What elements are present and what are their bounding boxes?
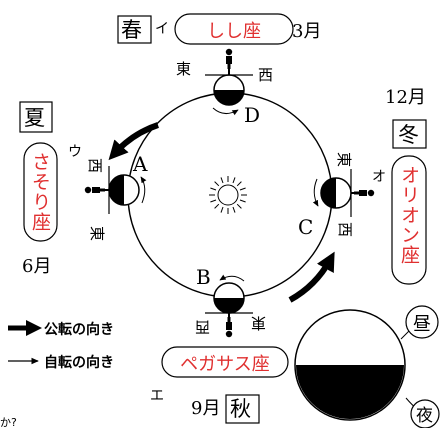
marker-winter: オ bbox=[372, 169, 386, 185]
direction-west-b: 西 bbox=[195, 318, 210, 336]
direction-east-c: 東 bbox=[335, 152, 353, 167]
season-label-autumn: 秋 bbox=[230, 397, 251, 421]
rotation-arrow-a bbox=[140, 176, 147, 204]
night-label: 夜 bbox=[416, 406, 433, 426]
constellation-pill-summer bbox=[23, 142, 58, 242]
direction-east-d: 東 bbox=[176, 60, 191, 78]
constellation-pill-winter bbox=[391, 155, 427, 285]
constellation-pill-spring bbox=[174, 13, 294, 45]
marker-spring: イ bbox=[155, 21, 169, 37]
constellation-spring: しし座 bbox=[207, 21, 261, 42]
person-icon bbox=[225, 48, 233, 69]
season-box-spring bbox=[117, 15, 152, 44]
month-spring: 3月 bbox=[292, 21, 321, 42]
season-box-autumn bbox=[225, 394, 260, 424]
orbit-circle bbox=[127, 92, 333, 298]
position-label-a: A bbox=[132, 152, 148, 176]
revolution-arrow-top-left bbox=[108, 122, 160, 161]
day-label: 昼 bbox=[413, 314, 431, 335]
revolution-arrow-bottom-right bbox=[288, 251, 335, 303]
day-callout bbox=[405, 305, 439, 339]
person-icon bbox=[354, 189, 375, 197]
constellation-winter: オリオン座 bbox=[398, 165, 420, 265]
month-autumn: 9月 bbox=[191, 398, 220, 419]
direction-east-b: 東 bbox=[251, 314, 266, 332]
season-label-winter: 冬 bbox=[398, 123, 419, 147]
constellation-pill-autumn bbox=[161, 346, 289, 378]
season-label-summer: 夏 bbox=[24, 106, 45, 130]
direction-west-d: 西 bbox=[258, 66, 273, 84]
night-callout bbox=[410, 399, 440, 428]
direction-east-a: 東 bbox=[88, 226, 106, 241]
earth-c bbox=[320, 169, 357, 217]
earth-b bbox=[205, 282, 253, 319]
direction-west-c: 西 bbox=[336, 222, 354, 237]
earth-a bbox=[103, 166, 140, 214]
person-icon bbox=[84, 186, 105, 194]
month-summer: 6月 bbox=[22, 256, 51, 277]
marker-autumn: エ bbox=[150, 388, 164, 404]
cut-off-text: か? bbox=[0, 416, 17, 428]
rotation-arrow-d bbox=[212, 107, 239, 116]
day-night-inset bbox=[294, 309, 419, 421]
position-label-b: B bbox=[196, 265, 211, 289]
position-label-d: D bbox=[244, 103, 260, 127]
rotation-arrow-c bbox=[312, 178, 319, 207]
rotation-arrow-b bbox=[219, 274, 245, 282]
marker-summer: ウ bbox=[68, 144, 82, 160]
month-winter: 12月 bbox=[385, 87, 426, 108]
earth-d bbox=[205, 69, 253, 106]
person-icon bbox=[225, 317, 233, 338]
sun-icon bbox=[209, 176, 247, 214]
season-label-spring: 春 bbox=[121, 18, 142, 42]
season-box-summer bbox=[19, 101, 53, 133]
legend-revolution-label: 公転の向き bbox=[44, 321, 114, 338]
constellation-autumn: ペガサス座 bbox=[180, 354, 270, 375]
position-label-c: C bbox=[298, 215, 313, 239]
constellation-summer: さそり座 bbox=[29, 152, 51, 232]
season-box-winter bbox=[392, 119, 427, 149]
legend-rotation-label: 自転の向き bbox=[44, 354, 114, 371]
direction-west-a: 西 bbox=[86, 158, 104, 173]
